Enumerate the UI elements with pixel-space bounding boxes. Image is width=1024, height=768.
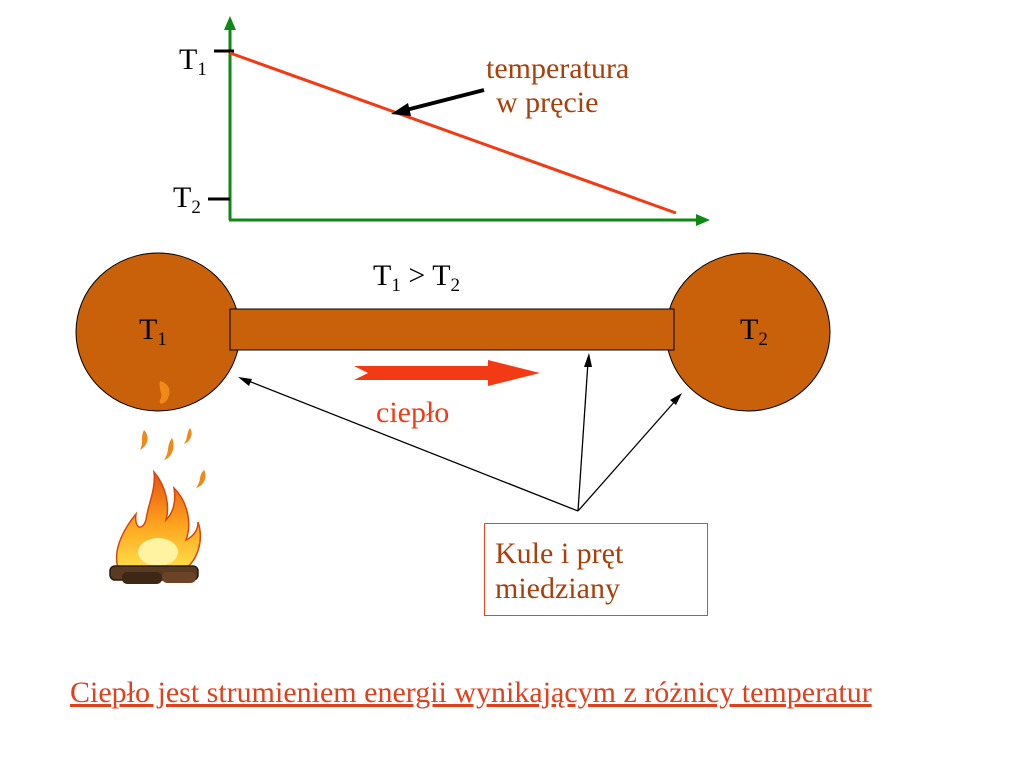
callout-line-1: Kule i pręt (495, 537, 624, 570)
temperature-annotation: temperatura w pręcie (486, 52, 629, 120)
flame-spark-icon (184, 428, 192, 444)
copper-rod (229, 308, 675, 351)
pointer-to-right-sphere-head (670, 393, 682, 405)
pointer-to-right-sphere (577, 399, 677, 512)
flame-ember-icon (159, 381, 170, 404)
annotation-pointer-head (391, 103, 411, 116)
annotation-pointer (405, 88, 485, 112)
pointer-to-left-sphere-head (238, 377, 252, 386)
heat-arrow (354, 360, 540, 386)
definition-caption: Ciepło jest strumieniem energii wynikają… (70, 676, 872, 709)
callout-line-2: miedziany (495, 572, 620, 605)
t1-axis-label: T1 (179, 43, 207, 80)
material-callout: Kule i pręt miedziany (484, 523, 708, 616)
pointer-to-rod (577, 361, 589, 512)
annotation-line-1: temperatura (486, 52, 630, 85)
annotation-line-2: w pręcie (496, 86, 599, 119)
pointer-to-left-sphere (245, 379, 579, 512)
temperature-comparison: T1 > T2 (373, 259, 461, 296)
heat-label: ciepło (376, 396, 450, 429)
temperature-graph (208, 16, 710, 226)
log-icon (162, 572, 196, 583)
flame-spark-icon (196, 470, 206, 488)
callout-pointers (238, 353, 682, 512)
y-axis-arrowhead (224, 16, 236, 30)
flame-spark-icon (140, 430, 148, 450)
x-axis-arrowhead (696, 214, 710, 226)
left-sphere-label: T1 (139, 313, 167, 350)
pointer-to-rod-head (584, 353, 592, 367)
temperature-line (229, 51, 677, 215)
flame-core-icon (138, 538, 178, 566)
campfire-icon (109, 381, 206, 584)
copper-apparatus (75, 252, 831, 412)
flame-main-icon (115, 469, 202, 571)
flame-spark-icon (164, 438, 174, 460)
log-icon (122, 572, 162, 584)
t2-axis-label: T2 (173, 181, 201, 218)
right-sphere-label: T2 (740, 313, 768, 350)
